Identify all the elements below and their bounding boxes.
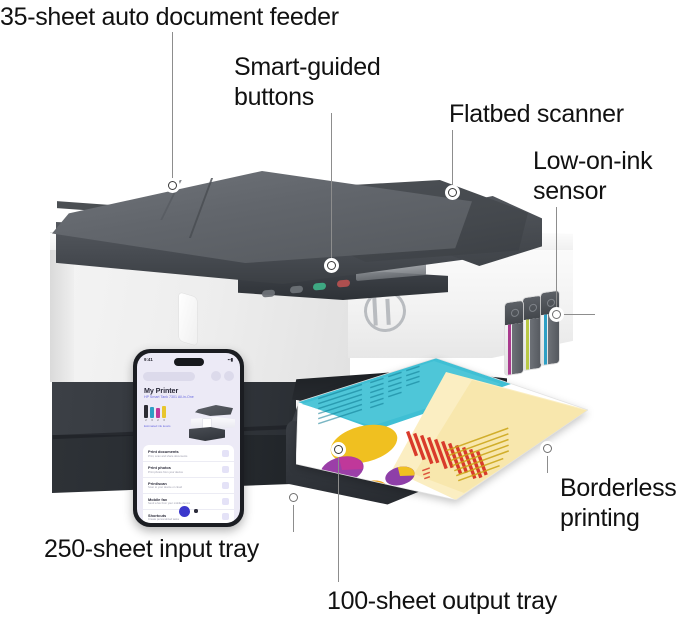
menu-item-title: Print/scan: [148, 480, 167, 486]
list-item[interactable]: Print/scan Scan to your device or cloud: [143, 478, 234, 494]
ink-level-values: 2 3 2 3: [144, 419, 182, 422]
callout-leader-low-on-ink-vert: [556, 207, 558, 315]
bell-icon[interactable]: [211, 371, 221, 381]
ink-value: 3: [151, 419, 153, 422]
list-item[interactable]: Shortcuts Create personalized tasks: [143, 510, 234, 524]
hp-assistant-button[interactable]: [179, 505, 191, 517]
fax-icon: [222, 497, 229, 505]
photo-icon: [222, 465, 229, 473]
ink-tank-cap: [523, 295, 541, 321]
menu-item-subtitle: Print photos from your device: [148, 470, 183, 474]
document-icon: [222, 449, 229, 457]
status-time: 9:41: [144, 357, 153, 362]
phone-search-row[interactable]: [143, 371, 234, 381]
avatar[interactable]: [224, 371, 234, 381]
callout-marker-adf: [165, 178, 180, 193]
callout-label-flatbed-scanner: Flatbed scanner: [449, 100, 624, 128]
status-icons: ▪▪▮: [227, 357, 233, 362]
callout-label-borderless: Borderless printing: [560, 474, 677, 532]
callout-label-output-tray: 100-sheet output tray: [327, 587, 557, 615]
callout-leader-adf: [172, 32, 174, 185]
ink-level-note: Estimated ink levels: [144, 424, 171, 428]
phone-status-bar: 9:41 ▪▪▮: [137, 357, 240, 363]
callout-marker-smart-buttons: [324, 258, 339, 273]
printout-graphic: [296, 358, 588, 500]
list-item[interactable]: Print photos Print photos from your devi…: [143, 462, 234, 478]
menu-item-title: Shortcuts: [148, 512, 167, 518]
menu-item-subtitle: Send a fax from your mobile device: [148, 502, 191, 506]
phone-screen[interactable]: 9:41 ▪▪▮ My Printer HP Smart Tank 7301 A…: [137, 353, 240, 523]
callout-leader-smart-buttons: [331, 113, 333, 263]
menu-item-subtitle: Print, scan and share documents: [148, 454, 188, 458]
scan-icon: [222, 481, 229, 489]
callout-marker-input-tray: [286, 490, 301, 505]
callout-leader-input-tray: [293, 497, 295, 532]
phone-dock: [137, 502, 240, 520]
ink-level-black: [144, 405, 148, 418]
menu-item-title: Print photos: [148, 465, 171, 471]
callout-label-low-on-ink: Low-on-ink sensor: [533, 147, 653, 205]
phone-printer-subtitle: HP Smart Tank 7301 All-in-One: [144, 395, 194, 399]
printer-door-handle: [179, 292, 197, 346]
callout-label-input-tray: 250-sheet input tray: [44, 535, 259, 563]
ink-tank-cap: [505, 300, 523, 326]
search-input[interactable]: [143, 371, 195, 381]
callout-leader-borderless: [547, 455, 549, 473]
ink-level-card[interactable]: 2 3 2 3 Estimated ink levels: [144, 402, 182, 430]
ink-value: 3: [163, 419, 165, 422]
ink-level-magenta: [156, 408, 160, 418]
menu-item-title: Mobile fax: [148, 496, 168, 502]
callout-leader-flatbed-scanner: [452, 130, 454, 190]
callout-marker-borderless: [540, 441, 555, 456]
callout-marker-flatbed-scanner: [445, 185, 460, 200]
phone-notch: [173, 358, 204, 366]
callout-label-smart-buttons: Smart-guided buttons: [234, 53, 381, 111]
list-item[interactable]: Print documents Print, scan and share do…: [143, 446, 234, 462]
callout-leader-output-tray: [338, 455, 340, 582]
ink-level-bars: [144, 402, 182, 418]
ink-value: 2: [145, 419, 147, 422]
callout-label-adf: 35-sheet auto document feeder: [0, 3, 339, 31]
phone-printer-title: My Printer: [144, 386, 179, 395]
menu-item-subtitle: Scan to your device or cloud: [148, 486, 182, 490]
smartphone[interactable]: 9:41 ▪▪▮ My Printer HP Smart Tank 7301 A…: [133, 349, 244, 527]
callout-leader-low-on-ink-horiz: [563, 314, 595, 316]
indicator-dot: [194, 509, 198, 513]
printed-page: [296, 358, 588, 500]
callout-marker-output-tray: [331, 442, 346, 457]
ink-level-cyan: [150, 407, 154, 418]
phone-printer-thumbnail: [187, 403, 235, 445]
callout-marker-low-on-ink: [549, 307, 564, 322]
ink-level-yellow: [162, 406, 166, 418]
menu-item-subtitle: Create personalized tasks: [148, 518, 180, 522]
shortcut-icon: [222, 513, 229, 521]
ink-value: 2: [157, 419, 159, 422]
menu-item-title: Print documents: [148, 449, 179, 455]
